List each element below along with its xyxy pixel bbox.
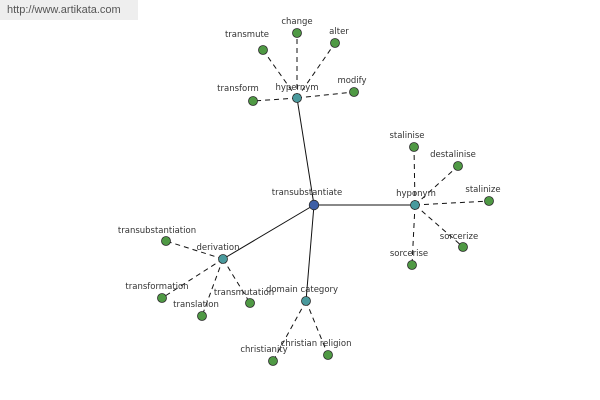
leaf-node-y5[interactable] [407,260,417,270]
leaf-node-h4-label: modify [337,76,366,86]
edge-hypernym-h4 [296,91,355,99]
edge-hyponym-y2 [414,165,459,206]
leaf-node-h5-label: transform [217,84,259,94]
edge-derivation-d2 [161,258,224,299]
edge-domain-c1 [272,300,307,362]
edge-hyponym-y5 [411,204,416,266]
edge-domain-c2 [305,300,329,356]
edge-hypernym-h5 [252,97,298,102]
leaf-node-y2-label: destalinise [430,150,476,160]
edge-hypernym-h3 [296,42,336,99]
leaf-node-y2[interactable] [453,161,463,171]
leaf-node-d1-label: transubstantiation [118,226,196,236]
leaf-node-h2[interactable] [292,28,302,38]
leaf-node-h1[interactable] [258,45,268,55]
relation-node-derivation-label: derivation [196,243,239,253]
root-node[interactable] [308,199,320,211]
relation-node-derivation[interactable] [218,254,228,264]
edge-root-domain [305,204,315,302]
edge-root-hypernym [296,97,315,206]
leaf-node-c2[interactable] [323,350,333,360]
leaf-node-h5[interactable] [248,96,258,106]
leaf-node-d2[interactable] [157,293,167,303]
leaf-node-y3[interactable] [484,196,494,206]
leaf-node-y4-label: sorcerize [440,232,478,242]
edge-root-derivation [222,204,315,260]
graph-nodes [157,28,494,366]
leaf-node-y1[interactable] [409,142,419,152]
edge-derivation-d1 [165,240,224,260]
leaf-node-y3-label: stalinize [465,185,500,195]
edge-hypernym-h1 [262,49,298,99]
leaf-node-d1[interactable] [161,236,171,246]
leaf-node-d2-label: transformation [125,282,188,292]
edge-hyponym-y4 [414,204,464,248]
leaf-node-c2-label: christian religion [281,339,352,349]
edge-derivation-d3 [201,258,224,317]
leaf-node-h2-label: change [281,17,312,27]
leaf-node-y5-label: sorcerise [390,249,428,259]
relation-node-domain[interactable] [301,296,311,306]
watermark-link[interactable]: http://www.artikata.com [0,0,138,20]
leaf-node-c1[interactable] [268,356,278,366]
relation-node-hypernym-label: hypernym [275,83,318,93]
edge-hyponym-y3 [414,200,490,206]
leaf-node-y4[interactable] [458,242,468,252]
relation-node-hypernym[interactable] [292,93,302,103]
leaf-node-h1-label: transmute [225,30,269,40]
relation-node-hyponym[interactable] [410,200,420,210]
leaf-node-h3-label: alter [329,27,349,37]
graph-labels: transmute change alter modify transform hyper… [118,17,501,355]
leaf-node-y1-label: stalinise [389,131,424,141]
leaf-node-h3[interactable] [330,38,340,48]
leaf-node-d3-label: translation [173,300,219,310]
leaf-node-h4[interactable] [349,87,359,97]
leaf-node-d3[interactable] [197,311,207,321]
relation-node-domain-label: domain category [266,285,338,295]
graph-edges [161,33,490,362]
leaf-node-d4-label: transmutation [214,288,274,298]
relation-node-hyponym-label: hyponym [396,189,436,199]
root-node-label: transubstantiate [272,188,342,198]
leaf-node-c1-label: christianity [240,345,287,355]
edge-hyponym-y1 [413,146,416,206]
leaf-node-d4[interactable] [245,298,255,308]
